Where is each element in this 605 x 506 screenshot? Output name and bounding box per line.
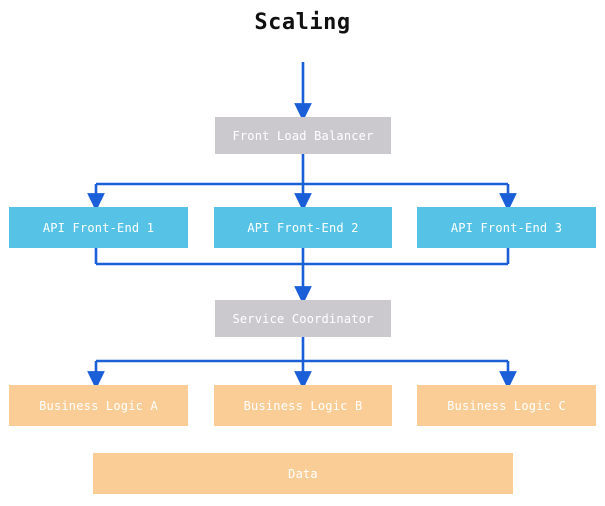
node-business-logic-a[interactable]: Business Logic A [9, 385, 188, 426]
node-business-logic-b-label: Business Logic B [243, 398, 363, 413]
node-api-front-end-3-label: API Front-End 3 [450, 220, 563, 235]
node-front-load-balancer[interactable]: Front Load Balancer [215, 117, 391, 154]
node-data-label: Data [288, 466, 318, 481]
node-api-front-end-2-label: API Front-End 2 [247, 220, 359, 235]
node-service-coordinator-label: Service Coordinator [232, 311, 374, 326]
node-business-logic-c-label: Business Logic C [447, 398, 566, 413]
node-front-load-balancer-label: Front Load Balancer [232, 128, 374, 143]
node-api-front-end-3[interactable]: API Front-End 3 [417, 207, 596, 248]
node-business-logic-a-label: Business Logic A [39, 398, 158, 413]
node-business-logic-c[interactable]: Business Logic C [417, 385, 596, 426]
node-api-front-end-1[interactable]: API Front-End 1 [9, 207, 188, 248]
node-api-front-end-1-label: API Front-End 1 [42, 220, 155, 235]
node-business-logic-b[interactable]: Business Logic B [214, 385, 392, 426]
node-service-coordinator[interactable]: Service Coordinator [215, 300, 391, 337]
page-title: Scaling [254, 10, 351, 35]
node-api-front-end-2[interactable]: API Front-End 2 [214, 207, 392, 248]
node-data[interactable]: Data [93, 453, 513, 494]
